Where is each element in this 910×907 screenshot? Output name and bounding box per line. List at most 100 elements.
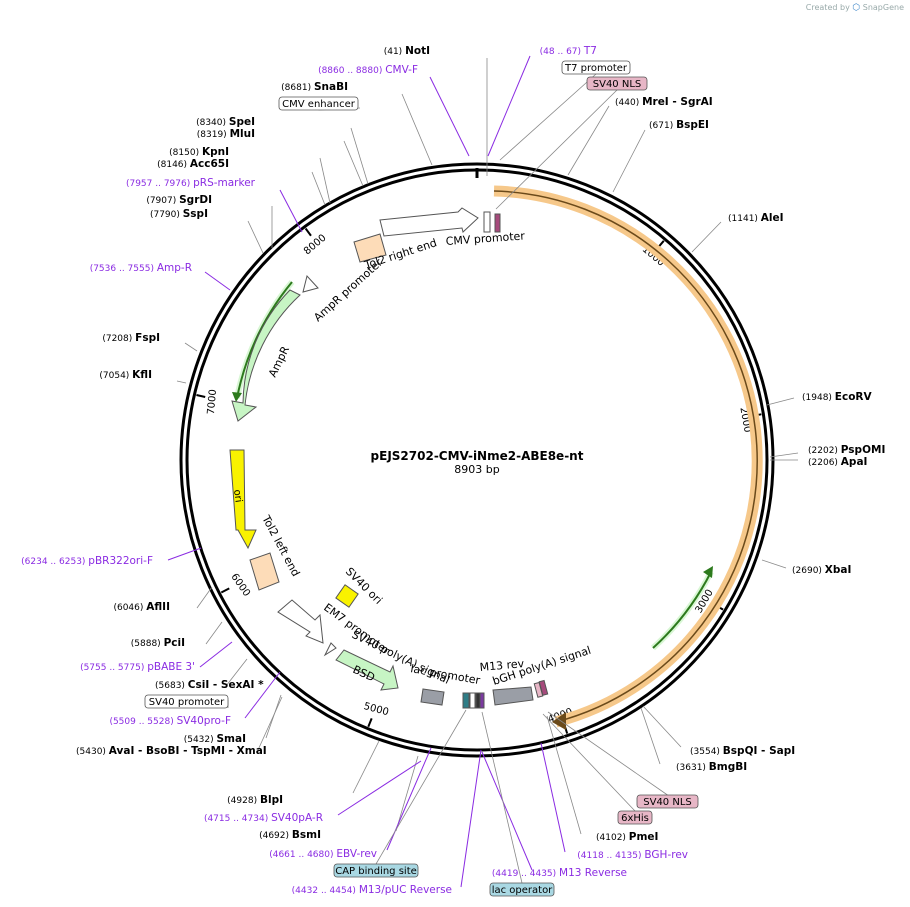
em7-promoter-feature: [277, 599, 324, 644]
tick-5000: [367, 717, 373, 728]
primer-site[interactable]: (5755 .. 5775) pBABE 3': [80, 661, 195, 673]
boxed-label-lac_operator[interactable]: lac operator: [492, 885, 553, 896]
enzyme-site[interactable]: (2206) ApaI: [808, 456, 867, 468]
boxed-label-sv40_nls_top[interactable]: SV40 NLS: [593, 79, 642, 90]
enzyme-name: PciI: [164, 637, 185, 649]
enzyme-leader-line: [247, 220, 264, 254]
primer-range: (8860 .. 8880): [318, 66, 385, 76]
boxed-label-cmv_enhancer[interactable]: CMV enhancer: [282, 99, 356, 110]
enzyme-site[interactable]: (7907) SgrDI: [146, 194, 212, 206]
enzyme-site[interactable]: (4102) PmeI: [596, 831, 658, 843]
credit-prefix: Created by: [805, 3, 850, 12]
enzyme-site[interactable]: (5888) PciI: [131, 637, 185, 649]
enzyme-site[interactable]: (8146) Acc65I: [157, 158, 229, 170]
primer-name: SV40pro-F: [177, 715, 231, 727]
enzyme-position: (8340): [196, 118, 229, 128]
box-his6: [617, 810, 653, 825]
primer-site[interactable]: (5509 .. 5528) SV40pro-F: [109, 715, 231, 727]
box-leader-line: [547, 711, 668, 796]
enzyme-site[interactable]: (1948) EcoRV: [802, 391, 872, 403]
enzyme-site[interactable]: (5683) CsiI - SexAI *: [155, 679, 264, 691]
enzyme-position: (440): [615, 98, 642, 108]
tick-8000: [304, 227, 312, 237]
credit-brand: SnapGene: [862, 3, 904, 12]
orf-arrowhead: [552, 712, 566, 730]
primer-site[interactable]: (8860 .. 8880) CMV-F: [318, 64, 418, 76]
enzyme-name: SnaBI: [314, 81, 348, 93]
plasmid-size: 8903 bp: [454, 463, 499, 476]
enzyme-site[interactable]: (4928) BlpI: [227, 794, 283, 806]
enzyme-position: (3554): [690, 747, 723, 757]
boxed-label-his6[interactable]: 6xHis: [621, 813, 649, 824]
enzyme-site[interactable]: (5432) SmaI: [184, 733, 246, 745]
primer-site[interactable]: (7957 .. 7976) pRS-marker: [126, 177, 256, 189]
enzyme-site[interactable]: (7790) SspI: [150, 208, 208, 220]
enzyme-name: BmgBI: [709, 761, 747, 773]
enzyme-leader-line: [691, 221, 722, 253]
primer-site[interactable]: (4715 .. 4734) SV40pA-R: [204, 812, 323, 824]
enzyme-site[interactable]: (1141) AleI: [728, 212, 784, 224]
boxed-label-cap_binding_site[interactable]: CAP binding site: [335, 866, 417, 877]
primer-site[interactable]: (4419 .. 4435) M13 Reverse: [492, 867, 627, 879]
green-orf-left-arc-edge: [236, 281, 293, 399]
primer-name: pBR322ori-F: [88, 555, 153, 567]
enzyme-site[interactable]: (5430) AvaI - BsoBI - TspMI - XmaI: [76, 745, 267, 757]
enzyme-site[interactable]: (7054) KflI: [99, 369, 152, 381]
enzyme-name: BspEI: [676, 119, 709, 131]
enzyme-site[interactable]: (2690) XbaI: [792, 564, 851, 576]
enzyme-site[interactable]: (8319) MluI: [197, 128, 255, 140]
primer-leader-line: [167, 547, 202, 561]
boxed-label-sv40_promoter[interactable]: SV40 promoter: [149, 697, 225, 708]
boxed-label-sv40_nls_bottom[interactable]: SV40 NLS: [643, 797, 692, 808]
enzyme-position: (7907): [146, 196, 179, 206]
tick-label-8000: 8000: [302, 232, 329, 257]
enzyme-site[interactable]: (8150) KpnI: [169, 146, 229, 158]
enzyme-position: (671): [649, 121, 676, 131]
enzyme-site[interactable]: (671) BspEI: [649, 119, 709, 131]
label-m13-rev: M13 rev: [479, 657, 525, 674]
enzyme-leader-line: [401, 93, 433, 166]
primer-site[interactable]: (6234 .. 6253) pBR322ori-F: [21, 555, 153, 567]
primer-leader-line: [337, 760, 422, 816]
enzyme-site[interactable]: (8681) SnaBI: [281, 81, 348, 93]
enzyme-site[interactable]: (6046) AflII: [113, 601, 170, 613]
site-labels: (41) NotI (8681) SnaBI (8340) SpeI(8319) M…: [21, 45, 885, 897]
enzyme-site[interactable]: (41) NotI: [384, 45, 430, 57]
box-leader-line: [375, 709, 467, 865]
enzyme-name: CsiI - SexAI *: [188, 679, 264, 691]
primer-site[interactable]: (48 .. 67) T7: [540, 45, 597, 57]
snapgene-credit: Created by ⬡ SnapGene: [806, 3, 904, 13]
primer-site[interactable]: (4432 .. 4454) M13/pUC Reverse: [292, 884, 452, 896]
cmv-promoter-feature: [379, 207, 479, 237]
t7-promoter-feature: [483, 211, 491, 233]
enzyme-leader-line: [642, 705, 682, 748]
lac-operator-feature: [479, 692, 485, 709]
enzyme-site[interactable]: (3554) BspQI - SapI: [690, 745, 795, 757]
boxed-label-t7_promoter[interactable]: T7 promoter: [564, 63, 628, 74]
ampr-feature: [231, 289, 301, 422]
enzyme-site[interactable]: (8340) SpeI: [196, 116, 255, 128]
primer-range: (4118 .. 4135): [577, 851, 644, 861]
enzyme-leader-line: [350, 127, 369, 185]
primer-name: Amp-R: [157, 262, 192, 274]
enzyme-site[interactable]: (7208) FspI: [102, 332, 160, 344]
primer-name: BGH-rev: [644, 849, 688, 861]
primer-site[interactable]: (7536 .. 7555) Amp-R: [90, 262, 192, 274]
primer-leader-line: [244, 671, 281, 719]
enzyme-position: (2202): [808, 446, 841, 456]
enzyme-site[interactable]: (3631) BmgBI: [676, 761, 747, 773]
primer-site[interactable]: (4118 .. 4135) BGH-rev: [577, 849, 688, 861]
primer-site[interactable]: (4661 .. 4680) EBV-rev: [269, 848, 377, 860]
primer-range: (5755 .. 5775): [80, 663, 147, 673]
enzyme-site[interactable]: (440) MreI - SgrAI: [615, 96, 713, 108]
enzyme-name: EcoRV: [835, 391, 873, 403]
box-sv40_nls_bottom: [636, 794, 699, 809]
primer-leader-line: [540, 742, 566, 853]
enzyme-name: SspI: [183, 208, 208, 220]
plasmid-name: pEJS2702-CMV-iNme2-ABE8e-nt: [371, 449, 584, 463]
enzyme-site[interactable]: (2202) PspOMI: [808, 444, 885, 456]
enzyme-site[interactable]: (4692) BsmI: [259, 829, 321, 841]
enzyme-leader-line: [257, 696, 283, 751]
enzyme-position: (5430): [76, 747, 109, 757]
